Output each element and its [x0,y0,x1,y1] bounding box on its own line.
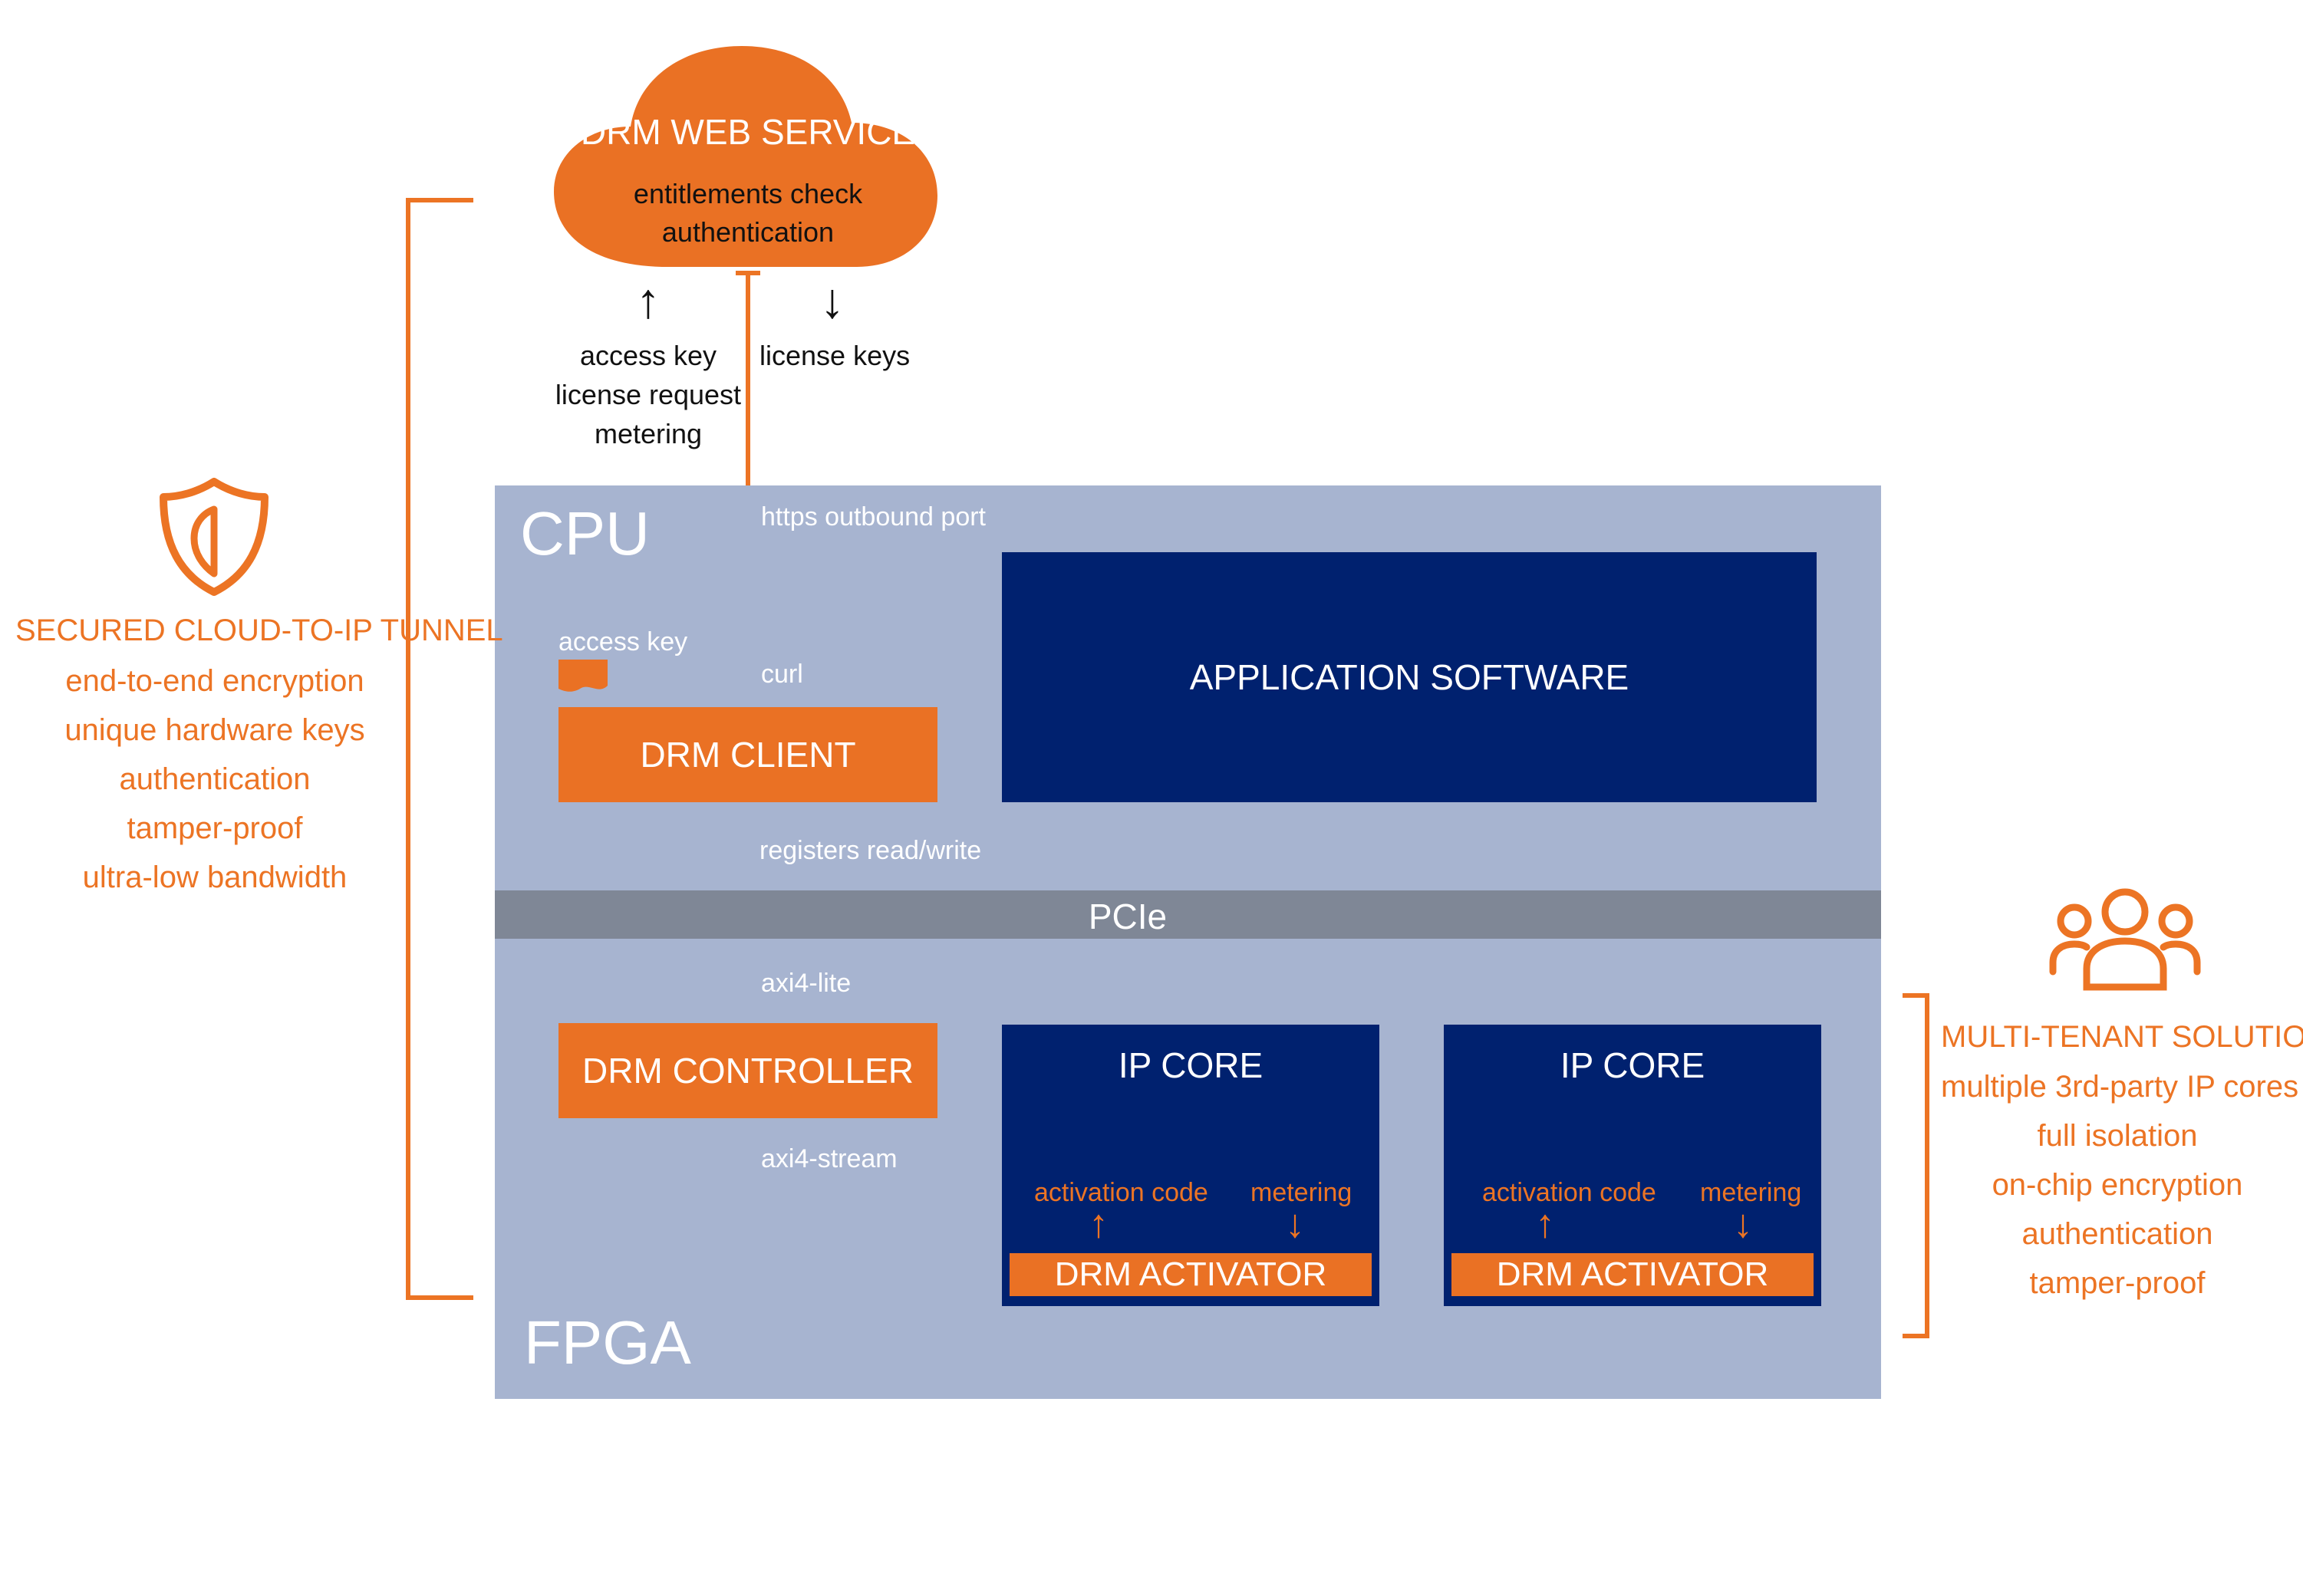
curl-label: curl [761,660,803,689]
drm-activator-label: DRM ACTIVATOR [1054,1255,1327,1293]
axi4-stream-label: axi4-stream [761,1144,898,1173]
fpga-label: FPGA [524,1308,691,1377]
pcie-bus [495,890,1881,939]
downlink-license-keys: license keys [759,340,911,371]
ip-core-box: IP CORE activation code metering ↑ ↓ DRM… [1002,1025,1379,1306]
right-bracket [1903,993,1929,1338]
left-bracket [406,198,473,1300]
ip-core-box: IP CORE activation code metering ↑ ↓ DRM… [1444,1025,1821,1306]
right-panel-line: multiple 3rd-party IP cores [1941,1070,2299,1104]
drm-activator-box: DRM ACTIVATOR [1451,1253,1814,1296]
users-icon [2049,888,2201,991]
cloud-line-authentication: authentication [661,216,835,248]
right-panel-line: tamper-proof [2029,1266,2206,1300]
ip-core-title: IP CORE [1560,1045,1705,1085]
up-arrow-icon: ↑ [636,273,661,328]
right-panel-line: full isolation [2037,1119,2198,1153]
left-panel-line: tamper-proof [127,811,303,845]
left-panel-line: ultra-low bandwidth [82,861,348,894]
drm-activator-box: DRM ACTIVATOR [1010,1253,1372,1296]
cloud-line-entitlements: entitlements check [633,178,863,209]
cpu-label: CPU [520,499,650,568]
up-arrow-icon: ↑ [1089,1202,1109,1246]
drm-controller-box: DRM CONTROLLER [558,1023,937,1118]
activation-code-label: activation code [1482,1178,1656,1207]
drm-client-box: DRM CLIENT [558,707,937,802]
axi4-lite-label: axi4-lite [761,969,852,998]
pcie-label: PCIe [1088,897,1168,936]
https-outbound-label: https outbound port [761,502,987,531]
right-panel-title: MULTI-TENANT SOLUTION [1941,1020,2303,1054]
access-key-label: access key [558,627,688,656]
down-arrow-icon: ↓ [1733,1202,1753,1246]
key-document-icon [558,660,608,692]
shield-icon [160,478,269,596]
left-panel-line: authentication [119,762,311,796]
application-software-box: APPLICATION SOFTWARE [1002,552,1817,802]
down-arrow-icon: ↓ [1285,1202,1305,1246]
uplink-metering: metering [594,418,703,449]
cloud-shape [554,46,937,267]
registers-label: registers read/write [759,836,982,865]
right-panel-line: on-chip encryption [1992,1168,2243,1202]
cloud-title: DRM WEB SERVICE [580,112,916,152]
ip-core-title: IP CORE [1118,1045,1264,1085]
up-arrow-icon: ↑ [1535,1202,1555,1246]
left-panel-line: end-to-end encryption [65,664,364,698]
metering-label: metering [1250,1178,1352,1207]
down-arrow-icon: ↓ [820,273,845,328]
drm-client-label: DRM CLIENT [640,735,856,775]
uplink-license-request: license request [555,379,742,410]
drm-activator-label: DRM ACTIVATOR [1496,1255,1769,1293]
right-panel-line: authentication [2021,1217,2213,1251]
left-panel-line: unique hardware keys [64,713,365,747]
drm-controller-label: DRM CONTROLLER [582,1051,914,1091]
left-panel-title: SECURED CLOUD-TO-IP TUNNEL [15,614,503,647]
activation-code-label: activation code [1034,1178,1208,1207]
uplink-access-key: access key [579,340,717,371]
metering-label: metering [1700,1178,1802,1207]
application-software-label: APPLICATION SOFTWARE [1189,657,1629,697]
